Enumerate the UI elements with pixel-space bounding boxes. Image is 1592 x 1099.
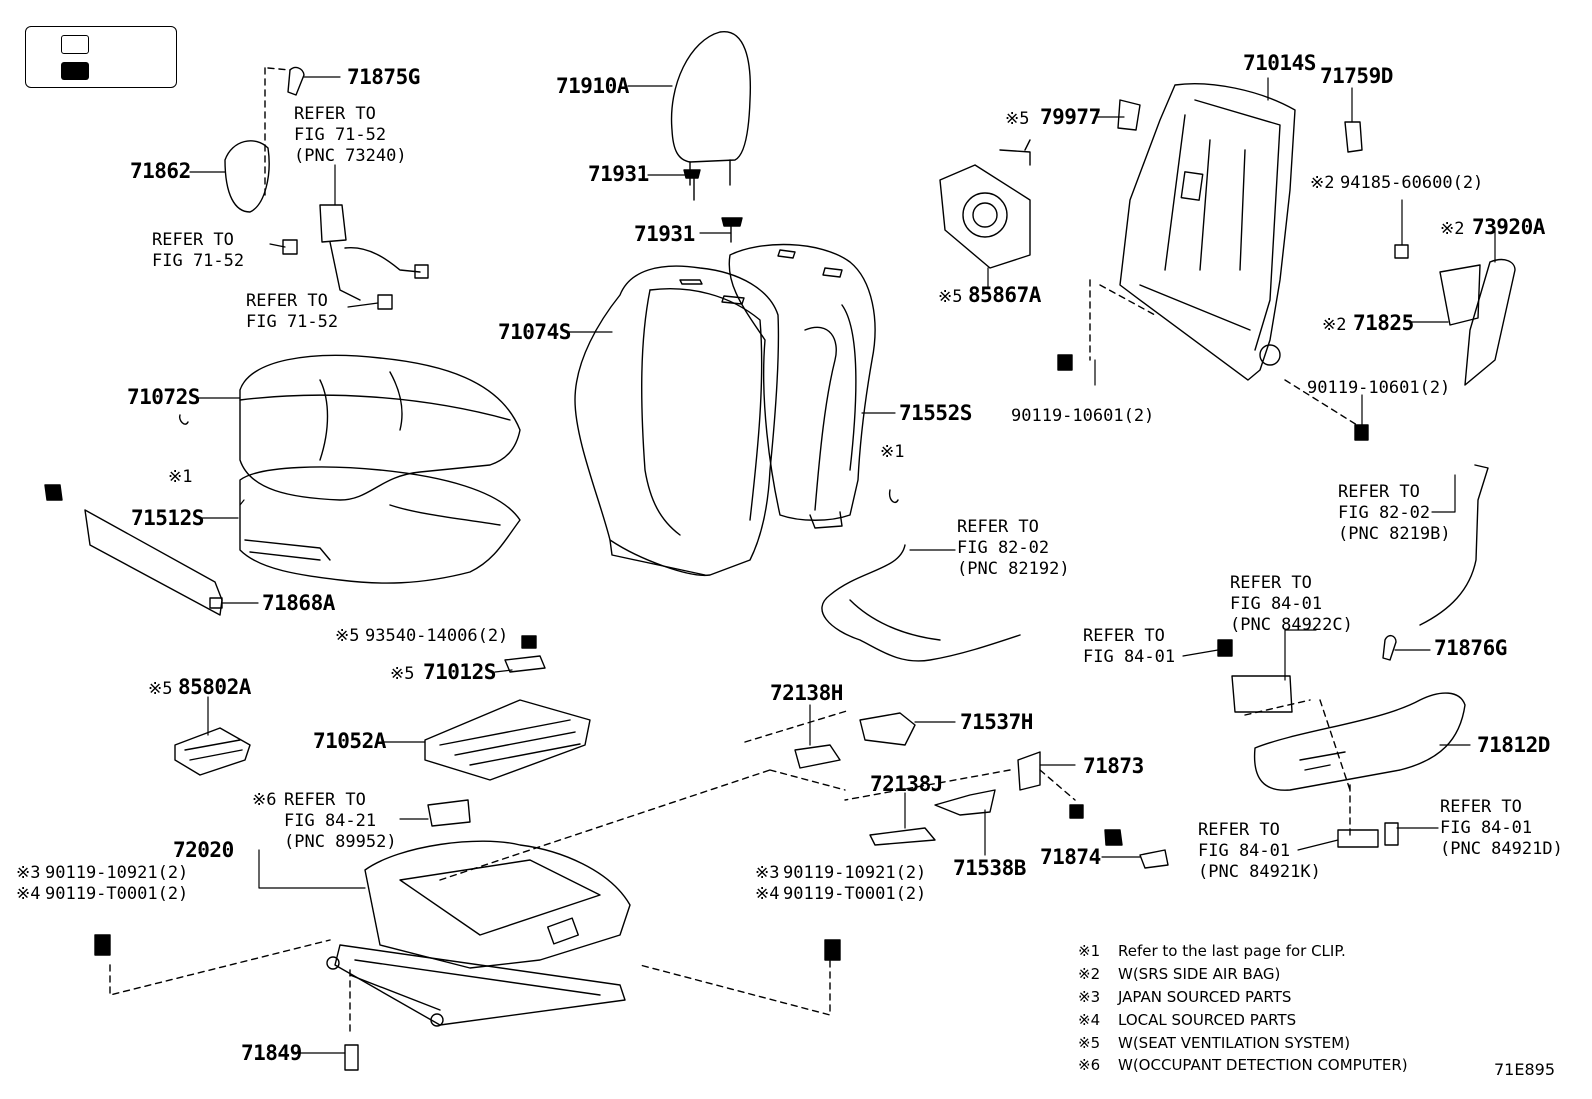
label-72138H: 72138H: [770, 681, 843, 705]
mark-note5-79977: ※5: [1005, 109, 1030, 129]
mark-note6: ※6: [252, 790, 277, 810]
label-71868A: 71868A: [262, 591, 335, 615]
label-71538B: 71538B: [953, 856, 1026, 880]
label-71012S: 71012S: [423, 660, 496, 684]
mark-note5-93540: ※5: [335, 626, 360, 646]
label-93540-14006: 93540-14006(2): [365, 626, 509, 646]
label-94185-60600: 94185-60600(2): [1340, 173, 1484, 193]
airbag-drawing: [1344, 121, 1516, 386]
refer-fig-82-02-pnc-82192[interactable]: REFER TO FIG 82-02 (PNC 82192): [957, 517, 1070, 579]
figure-code: 71E895: [1494, 1060, 1556, 1079]
label-90119-10921-left: 90119-10921(2): [45, 863, 189, 883]
seat-track-drawing: [326, 840, 631, 1027]
refer-fig-71-52-a[interactable]: REFER TO FIG 71-52: [152, 230, 245, 271]
mark-note5-85802A: ※5: [148, 679, 173, 699]
label-71512S: 71512S: [131, 506, 204, 530]
side-shield-drawing: [1217, 635, 1466, 848]
note-1-text: Refer to the last page for CLIP.: [1118, 942, 1346, 960]
refer-fig-84-01-pnc-84921K[interactable]: REFER TO FIG 84-01 (PNC 84921K): [1198, 820, 1321, 882]
note-3-mark: ※3: [1078, 988, 1101, 1006]
label-73920A: 73920A: [1472, 215, 1545, 239]
label-90119-T0001-left: 90119-T0001(2): [45, 884, 189, 904]
refer-fig-71-52-pnc-73240[interactable]: REFER TO FIG 71-52 (PNC 73240): [294, 104, 407, 166]
legend-non-reusable-swatch: [61, 62, 89, 80]
note-4-text: LOCAL SOURCED PARTS: [1118, 1011, 1297, 1029]
note-3-text: JAPAN SOURCED PARTS: [1118, 988, 1292, 1006]
label-71849: 71849: [241, 1041, 302, 1065]
cushion-front-panel-drawing: [44, 484, 223, 616]
label-71537H: 71537H: [960, 710, 1033, 734]
vent-mat-drawing: [174, 727, 251, 776]
refer-fig-84-01-pnc-84921D[interactable]: REFER TO FIG 84-01 (PNC 84921D): [1440, 797, 1563, 859]
seatback-frame-drawing: [1119, 83, 1296, 381]
label-71072S: 71072S: [127, 385, 200, 409]
label-71825: 71825: [1353, 311, 1414, 335]
note-6-mark: ※6: [1078, 1056, 1101, 1074]
note-1-mark: ※1: [1078, 942, 1101, 960]
mark-note4-right: ※4: [755, 884, 780, 904]
refer-fig-84-01[interactable]: REFER TO FIG 84-01: [1083, 626, 1176, 667]
mark-note2-73920A: ※2: [1440, 219, 1465, 239]
label-71552S: 71552S: [899, 401, 972, 425]
buckle-drawing: [224, 66, 429, 310]
note-2-text: W(SRS SIDE AIR BAG): [1118, 965, 1281, 983]
label-71014S: 71014S: [1243, 51, 1316, 75]
label-71876G: 71876G: [1434, 636, 1507, 660]
label-71074S: 71074S: [498, 320, 571, 344]
legend-box: [25, 26, 177, 88]
legend-new-part-swatch: [61, 35, 89, 54]
note-2-mark: ※2: [1078, 965, 1101, 983]
label-71052A: 71052A: [313, 729, 386, 753]
mark-note1-a: ※1: [168, 467, 193, 487]
seatback-cover-drawing: [574, 265, 780, 577]
headrest-drawing: [670, 31, 752, 243]
label-71862: 71862: [130, 159, 191, 183]
cushion-cover-drawing: [239, 354, 521, 501]
label-72020: 72020: [173, 838, 234, 862]
label-90119-10601-left: 90119-10601(2): [1011, 406, 1155, 426]
mark-note5-71012S: ※5: [390, 664, 415, 684]
label-71931-lower: 71931: [634, 222, 695, 246]
label-85867A: 85867A: [968, 283, 1041, 307]
refer-fig-84-21-pnc-89952[interactable]: REFER TO FIG 84-21 (PNC 89952): [284, 790, 397, 852]
label-71812D: 71812D: [1477, 733, 1550, 757]
mark-note2-94185: ※2: [1310, 173, 1335, 193]
harness-drawing: [821, 464, 1489, 662]
mark-note3-left: ※3: [16, 863, 41, 883]
refer-fig-84-01-pnc-84922C[interactable]: REFER TO FIG 84-01 (PNC 84922C): [1230, 573, 1353, 635]
refer-fig-71-52-b[interactable]: REFER TO FIG 71-52: [246, 291, 339, 332]
label-85802A: 85802A: [178, 675, 251, 699]
refer-fig-82-02-pnc-8219B[interactable]: REFER TO FIG 82-02 (PNC 8219B): [1338, 482, 1451, 544]
label-71875G: 71875G: [347, 65, 420, 89]
label-71759D: 71759D: [1320, 64, 1393, 88]
label-72138J: 72138J: [870, 772, 943, 796]
mark-note1-b: ※1: [880, 442, 905, 462]
label-71931-upper: 71931: [588, 162, 649, 186]
bracket-drawings: [94, 99, 1369, 1071]
label-71910A: 71910A: [556, 74, 629, 98]
label-90119-10921-right: 90119-10921(2): [783, 863, 927, 883]
mark-note3-right: ※3: [755, 863, 780, 883]
mark-note2-71825: ※2: [1322, 315, 1347, 335]
label-90119-10601-right: 90119-10601(2): [1307, 378, 1451, 398]
cushion-pad-drawing: [239, 466, 521, 584]
assembly-lines: [109, 279, 1366, 1036]
seatback-pad-drawing: [728, 243, 876, 529]
mark-note4-left: ※4: [16, 884, 41, 904]
note-4-mark: ※4: [1078, 1011, 1101, 1029]
label-79977: 79977: [1040, 105, 1101, 129]
note-5-text: W(SEAT VENTILATION SYSTEM): [1118, 1034, 1351, 1052]
mark-note5-85867A: ※5: [938, 287, 963, 307]
label-71873: 71873: [1083, 754, 1144, 778]
label-90119-T0001-right: 90119-T0001(2): [783, 884, 927, 904]
label-71874: 71874: [1040, 845, 1101, 869]
note-6-text: W(OCCUPANT DETECTION COMPUTER): [1118, 1056, 1408, 1074]
note-5-mark: ※5: [1078, 1034, 1101, 1052]
spring-mat-drawing: [424, 655, 591, 781]
fan-drawing: [939, 139, 1031, 269]
leader-lines: [189, 76, 1496, 1054]
